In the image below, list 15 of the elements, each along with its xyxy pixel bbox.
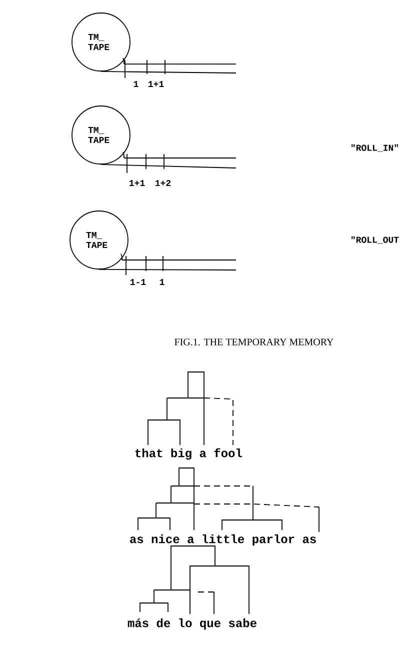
tick-label: 1+1: [148, 81, 164, 87]
sentence-text: más de lo que sabe: [128, 618, 256, 630]
tick-label: 1-1: [130, 279, 146, 285]
tick-label: 1+2: [156, 180, 171, 186]
tape-reel: TM_ TAPE: [72, 12, 130, 72]
sentence-text: as nice a little parlor as: [130, 534, 316, 546]
operation-label: "ROLL_OUT: [352, 236, 399, 244]
sentence-text: that big a fool: [135, 448, 242, 460]
tick-label: 1+1: [130, 180, 145, 186]
tick-label: 1: [134, 81, 138, 87]
tape-reel: TM_ TAPE: [70, 210, 128, 270]
tape-reel: TM_ TAPE: [72, 106, 130, 164]
tick-label: 1: [160, 279, 164, 285]
caption: FIG.1. THE TEMPORARY MEMORY: [174, 338, 334, 346]
operation-label: "ROLL_IN": [352, 144, 398, 152]
